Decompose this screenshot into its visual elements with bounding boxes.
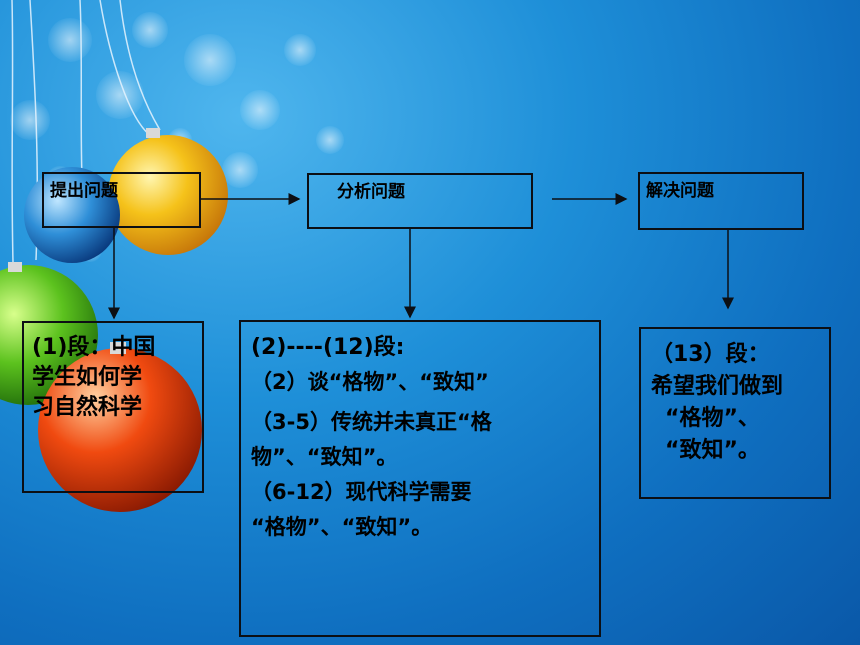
- node-solve-label: 解决问题: [646, 181, 714, 201]
- detail-middle-line: 物”、“致知”。: [251, 445, 398, 469]
- detail-middle-line: (2)----(12)段:: [251, 335, 405, 360]
- node-raise-question: 提出问题: [42, 172, 201, 228]
- detail-right: （13）段： 希望我们做到 “格物”、 “致知”。: [639, 327, 831, 499]
- detail-left: (1)段：中国 学生如何学 习自然科学: [22, 321, 204, 493]
- detail-middle-line: “格物”、“致知”。: [251, 515, 433, 539]
- detail-left-line: (1)段：中国: [32, 335, 156, 360]
- detail-right-line: “致知”。: [665, 438, 760, 463]
- node-analyze-label: 分析问题: [337, 182, 405, 202]
- detail-left-line: 习自然科学: [32, 395, 143, 420]
- detail-middle-line: （2）谈“格物”、“致知”: [251, 370, 489, 394]
- detail-middle-line: （3-5）传统并未真正“格: [251, 410, 492, 434]
- node-analyze-question: 分析问题: [307, 173, 533, 229]
- node-raise-label: 提出问题: [50, 181, 118, 201]
- detail-middle-line: （6-12）现代科学需要: [251, 480, 472, 504]
- node-solve-question: 解决问题: [638, 172, 804, 230]
- detail-right-line: “格物”、: [665, 406, 760, 431]
- detail-left-line: 学生如何学: [32, 365, 143, 390]
- detail-right-line: （13）段：: [651, 342, 770, 367]
- detail-right-line: 希望我们做到: [651, 374, 784, 399]
- detail-middle: (2)----(12)段: （2）谈“格物”、“致知” （3-5）传统并未真正“…: [239, 320, 601, 637]
